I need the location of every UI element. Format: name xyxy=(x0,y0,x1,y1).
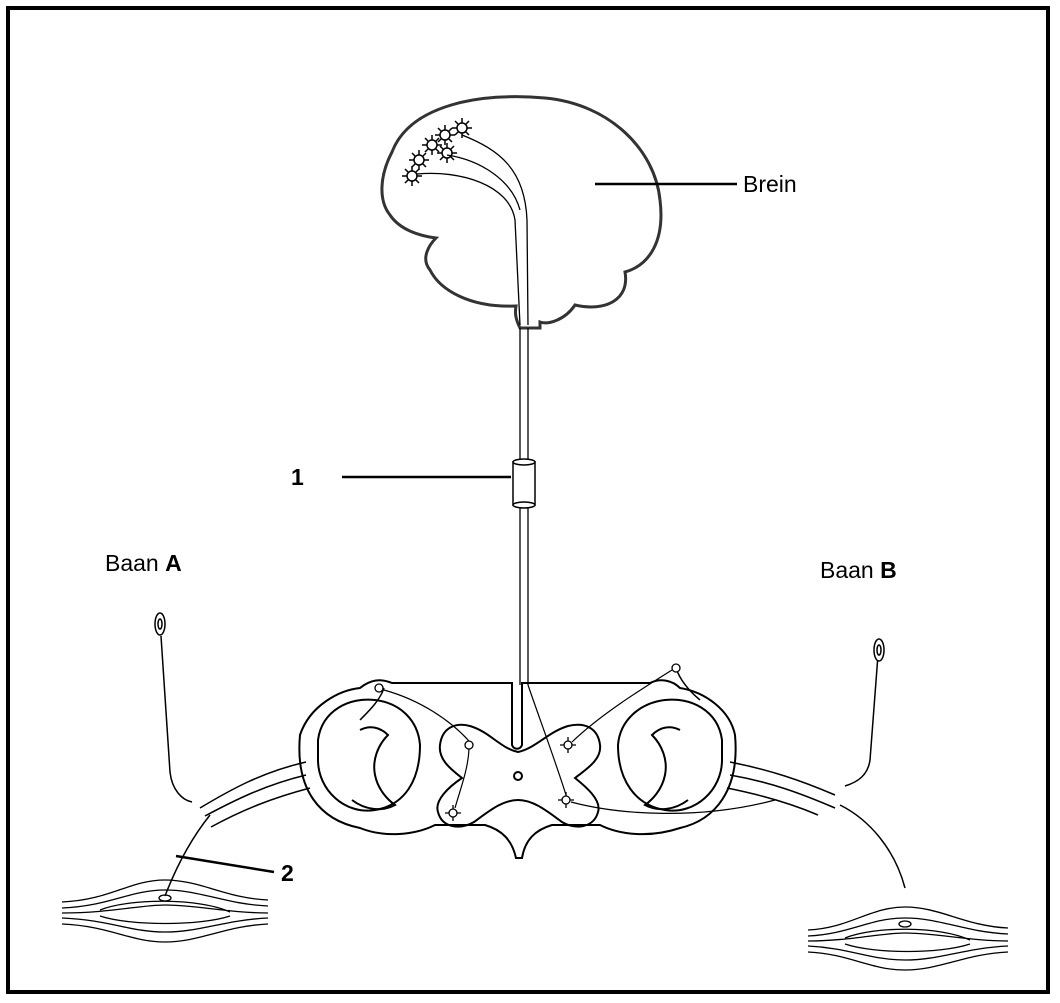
path-a-prefix: Baan xyxy=(105,550,159,576)
brain-label: Brein xyxy=(743,173,797,196)
label-2: 2 xyxy=(281,862,294,885)
path-b-letter: B xyxy=(880,557,897,583)
nerve-path-b xyxy=(676,655,905,888)
muscle-b xyxy=(808,907,1008,970)
nerve-bundle-cylinder xyxy=(513,459,535,508)
muscle-a xyxy=(62,880,268,942)
brain-fibres xyxy=(417,135,528,325)
path-b-label: Baan B xyxy=(820,559,897,582)
spinal-cord-section xyxy=(299,680,735,858)
pointer-line-2 xyxy=(176,856,274,872)
path-a-letter: A xyxy=(165,550,182,576)
label-1: 1 xyxy=(291,466,304,489)
path-b-prefix: Baan xyxy=(820,557,874,583)
grey-matter-fibres xyxy=(384,670,775,813)
receptor-a xyxy=(155,613,165,635)
path-a-label: Baan A xyxy=(105,552,182,575)
receptor-b xyxy=(874,639,884,661)
nerve-path-a xyxy=(161,636,384,896)
brain xyxy=(382,97,661,328)
